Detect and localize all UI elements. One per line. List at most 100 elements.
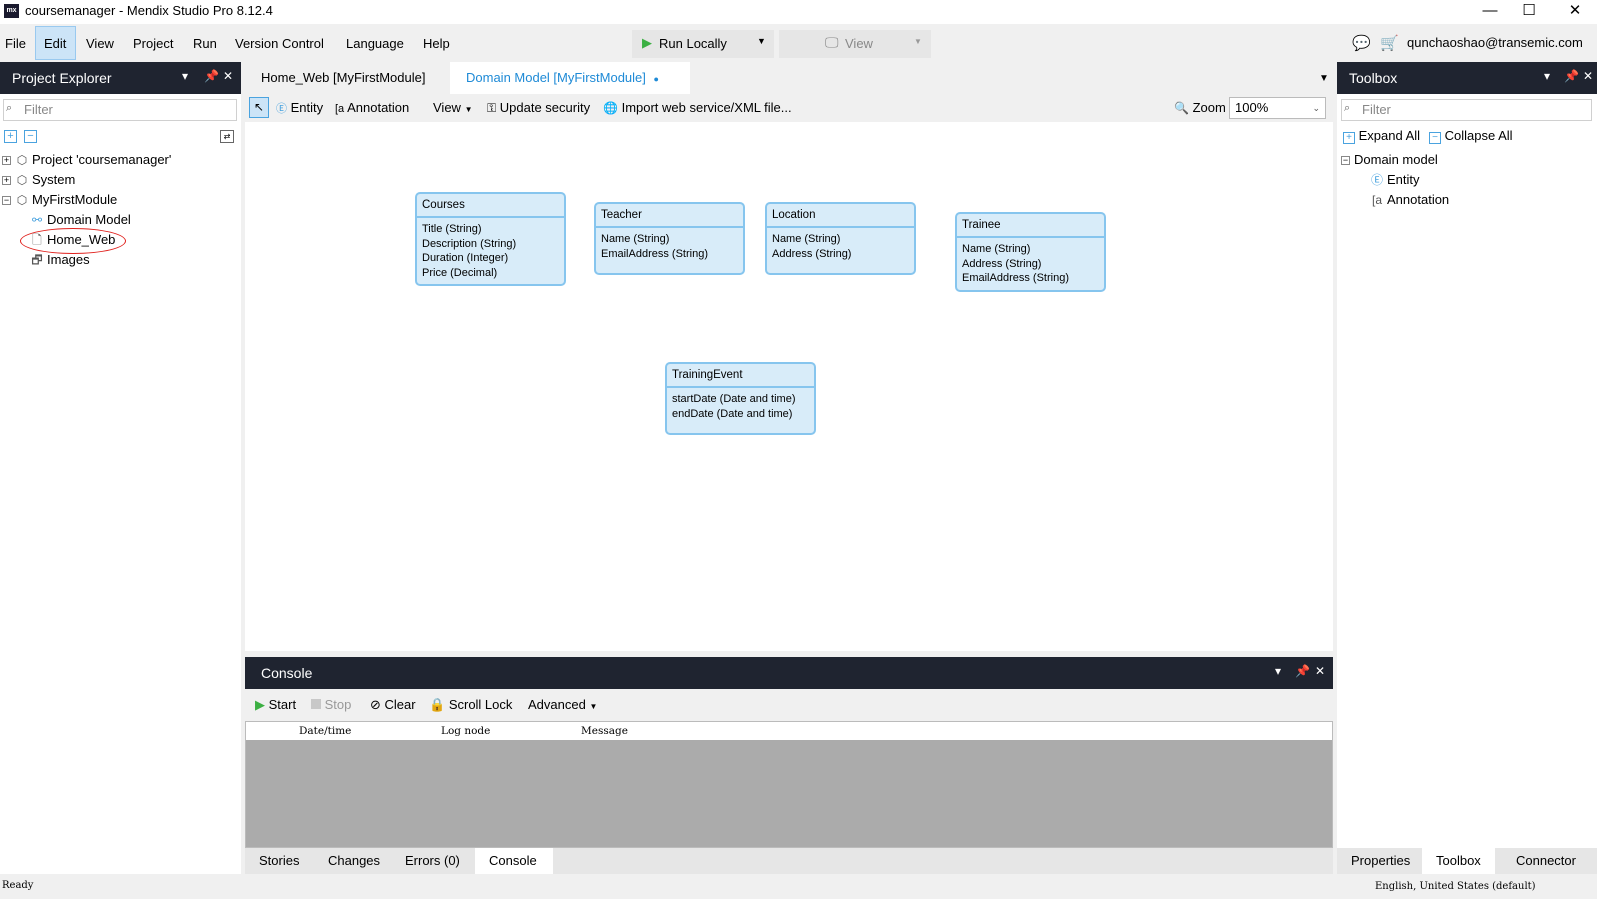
entity-trainingevent[interactable]: TrainingEvent startDate (Date and time) … bbox=[665, 362, 816, 435]
menu-edit-highlight bbox=[35, 26, 76, 60]
menu-file[interactable]: File bbox=[5, 36, 26, 51]
tab-changes[interactable]: Changes bbox=[328, 853, 381, 868]
pin-icon[interactable]: 📌 bbox=[1564, 69, 1579, 83]
module-icon: ⬡ bbox=[16, 173, 28, 187]
project-icon: ⬡ bbox=[16, 153, 28, 167]
scroll-lock-label: Scroll Lock bbox=[448, 697, 513, 712]
minimize-button[interactable]: — bbox=[1482, 2, 1498, 19]
collapse-all-icon[interactable]: − bbox=[24, 130, 37, 143]
images-icon: 🗗 bbox=[31, 253, 43, 267]
tab-console[interactable]: Console bbox=[475, 848, 553, 874]
close-icon[interactable]: ✕ bbox=[223, 69, 234, 83]
expand-icon[interactable]: + bbox=[2, 155, 11, 166]
attribute: Address (String) bbox=[772, 247, 852, 260]
play-icon: ▶ bbox=[642, 35, 652, 50]
toolbox-filter-input[interactable]: Filter bbox=[1341, 99, 1592, 121]
zoom-select[interactable]: 100% ⌄ bbox=[1229, 97, 1326, 119]
search-icon: ⌕ bbox=[1344, 102, 1351, 114]
key-icon: ⚿ bbox=[487, 101, 497, 115]
entity-courses[interactable]: Courses Title (String) Description (Stri… bbox=[415, 192, 566, 286]
attribute: Name (String) bbox=[962, 243, 1031, 255]
tab-list-dropdown-icon[interactable]: ▼ bbox=[1319, 73, 1329, 84]
chat-icon[interactable]: 💬 bbox=[1352, 35, 1371, 52]
console-stop-button[interactable]: Stop bbox=[311, 697, 351, 712]
tree-item-domain-model[interactable]: ⚯Domain Model bbox=[30, 210, 131, 230]
search-icon: ⌕ bbox=[6, 102, 13, 114]
dropdown-icon[interactable]: ▾ bbox=[1544, 69, 1551, 83]
project-filter-input[interactable]: Filter bbox=[3, 99, 237, 121]
close-window-button[interactable]: ✕ bbox=[1568, 2, 1582, 19]
close-icon[interactable]: ✕ bbox=[1315, 664, 1326, 678]
collapse-icon[interactable]: − bbox=[2, 195, 11, 206]
console-start-button[interactable]: ▶ Start bbox=[255, 697, 296, 713]
clear-icon: ⊘ bbox=[370, 697, 381, 712]
tab-toolbox[interactable]: Toolbox bbox=[1422, 848, 1495, 874]
tab-connector[interactable]: Connector bbox=[1516, 853, 1576, 868]
update-security-label: Update security bbox=[499, 100, 591, 115]
collapse-all-button[interactable]: − Collapse All bbox=[1429, 128, 1513, 144]
view-app-button[interactable]: 🖵 View ▼ bbox=[779, 30, 931, 58]
dropdown-icon[interactable]: ▾ bbox=[182, 69, 189, 83]
pin-icon[interactable]: 📌 bbox=[1295, 664, 1310, 678]
sync-icon[interactable]: ⇄ bbox=[220, 130, 234, 143]
tab-label: Home_Web [MyFirstModule] bbox=[261, 70, 426, 85]
run-locally-button[interactable]: ▶ Run Locally ▼ bbox=[632, 30, 774, 58]
menu-run[interactable]: Run bbox=[193, 36, 217, 51]
maximize-button[interactable]: ☐ bbox=[1522, 2, 1536, 19]
pin-icon[interactable]: 📌 bbox=[204, 69, 219, 83]
tree-item-project[interactable]: +⬡Project 'coursemanager' bbox=[2, 150, 171, 170]
add-annotation-button[interactable]: [a Annotation bbox=[335, 100, 409, 115]
collapse-icon[interactable]: − bbox=[1341, 155, 1350, 166]
console-clear-button[interactable]: ⊘ Clear bbox=[370, 697, 416, 713]
project-explorer-panel bbox=[0, 94, 241, 874]
user-account[interactable]: qunchaoshao@transemic.com bbox=[1407, 35, 1583, 50]
add-entity-button[interactable]: Ⓔ Entity bbox=[276, 100, 323, 116]
chevron-down-icon[interactable]: ▼ bbox=[757, 36, 766, 46]
chevron-down-icon[interactable]: ▼ bbox=[914, 37, 922, 46]
menu-language[interactable]: Language bbox=[346, 36, 404, 51]
menu-view[interactable]: View bbox=[86, 36, 114, 51]
column-header-log-node[interactable]: Log node bbox=[441, 725, 491, 737]
attribute: EmailAddress (String) bbox=[962, 272, 1069, 284]
console-scroll-lock-button[interactable]: 🔒 Scroll Lock bbox=[429, 697, 512, 713]
domain-model-canvas[interactable]: Courses Title (String) Description (Stri… bbox=[245, 122, 1333, 651]
import-web-service-button[interactable]: 🌐 Import web service/XML file... bbox=[603, 100, 792, 115]
tab-domain-model[interactable]: Domain Model [MyFirstModule] ● ✕ bbox=[450, 62, 690, 118]
console-advanced-dropdown[interactable]: Advanced ▼ bbox=[528, 697, 597, 712]
tab-errors[interactable]: Errors (0) bbox=[405, 853, 460, 868]
tab-home-web[interactable]: Home_Web [MyFirstModule] bbox=[245, 62, 441, 94]
entity-location[interactable]: Location Name (String) Address (String) bbox=[765, 202, 916, 275]
column-header-datetime[interactable]: Date/time bbox=[299, 725, 352, 737]
red-annotation-circle bbox=[20, 228, 126, 254]
select-pointer-icon[interactable]: ↖ bbox=[249, 97, 269, 118]
menu-project[interactable]: Project bbox=[133, 36, 174, 51]
console-log-area bbox=[246, 740, 1332, 847]
menu-version-control[interactable]: Version Control bbox=[235, 36, 324, 51]
zoom-text: Zoom bbox=[1192, 100, 1226, 115]
menu-edit[interactable]: Edit bbox=[44, 36, 67, 51]
tree-label: MyFirstModule bbox=[32, 192, 118, 207]
expand-all-button[interactable]: + Expand All bbox=[1343, 128, 1420, 144]
toolbox-group-domain-model[interactable]: −Domain model bbox=[1341, 150, 1438, 170]
tab-stories[interactable]: Stories bbox=[259, 853, 300, 868]
column-header-message[interactable]: Message bbox=[581, 725, 628, 737]
dropdown-icon[interactable]: ▾ bbox=[1275, 664, 1282, 678]
tab-properties[interactable]: Properties bbox=[1351, 853, 1411, 868]
tree-item-system[interactable]: +⬡System bbox=[2, 170, 75, 190]
cart-icon[interactable]: 🛒 bbox=[1380, 35, 1399, 52]
entity-name: Teacher bbox=[596, 204, 743, 228]
zoom-label: 🔍 Zoom bbox=[1174, 100, 1226, 115]
close-icon[interactable]: ✕ bbox=[1583, 69, 1594, 83]
tree-item-myfirstmodule[interactable]: −⬡MyFirstModule bbox=[2, 190, 117, 210]
entity-teacher[interactable]: Teacher Name (String) EmailAddress (Stri… bbox=[594, 202, 745, 275]
tree-item-images[interactable]: 🗗Images bbox=[30, 250, 89, 270]
expand-icon[interactable]: + bbox=[2, 175, 11, 186]
view-dropdown[interactable]: View ▼ bbox=[433, 100, 473, 115]
entity-name: Courses bbox=[417, 194, 564, 218]
expand-all-icon[interactable]: + bbox=[4, 130, 17, 143]
entity-trainee[interactable]: Trainee Name (String) Address (String) E… bbox=[955, 212, 1106, 292]
update-security-button[interactable]: ⚿ Update security bbox=[487, 100, 590, 116]
menu-help[interactable]: Help bbox=[423, 36, 450, 51]
